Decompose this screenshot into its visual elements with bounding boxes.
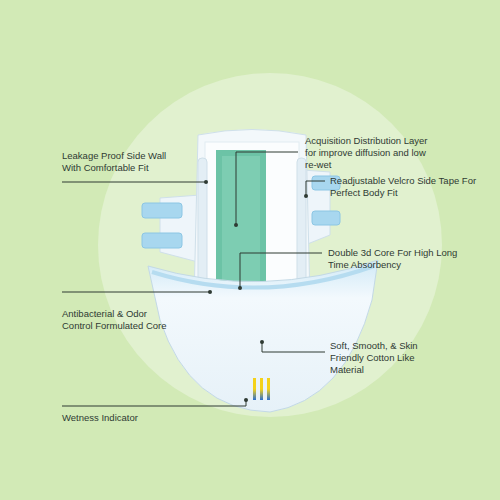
leader-lines: [62, 152, 325, 406]
callout-label: Readjustable Velcro Side Tape For Perfec…: [330, 175, 480, 199]
side-wall: [297, 158, 306, 298]
background-circle: [98, 73, 442, 417]
front-band: [148, 260, 378, 412]
callout-label: Antibacterial & Odor Control Formulated …: [62, 308, 172, 332]
velcro-tab: [142, 233, 182, 248]
wetness-stripe: [267, 378, 270, 400]
inner-sheet: [205, 142, 299, 300]
callout-label: Leakage Proof Side Wall With Comfortable…: [62, 150, 187, 174]
leader-dots: [204, 180, 308, 402]
callout-label: Double 3d Core For High Long Time Absorb…: [328, 247, 458, 271]
absorbent-core-inner: [222, 156, 260, 286]
back-panel: [194, 130, 310, 301]
side-wall: [198, 158, 207, 298]
velcro-tab: [312, 211, 340, 225]
absorbent-core: [216, 150, 266, 292]
callout-label: Soft, Smooth, & Skin Friendly Cotton Lik…: [330, 340, 450, 376]
velcro-tab: [142, 203, 182, 218]
wetness-stripe: [253, 378, 256, 400]
callout-label: Acquisition Distribution Layer for impro…: [305, 135, 430, 171]
wetness-stripe: [260, 378, 263, 400]
callout-label: Wetness Indicator: [62, 412, 202, 424]
